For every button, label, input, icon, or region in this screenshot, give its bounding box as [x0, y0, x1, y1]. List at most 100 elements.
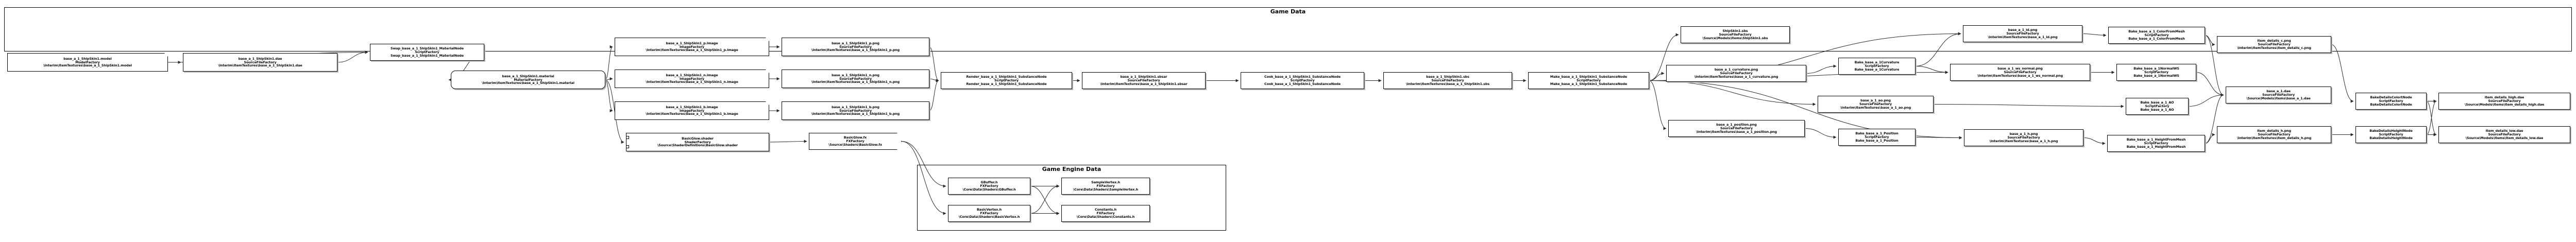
- node-l1-text: BasicGlow.shader: [682, 136, 714, 141]
- node-l1-text: base_a_1_ShipSkin1.dae: [238, 56, 282, 61]
- node-l3-text: \Source\ShaderDefinitions\BasicGlow.shad…: [657, 143, 738, 148]
- node-l2-text: SourceFileFactory: [1720, 126, 1753, 131]
- node-l2-text: SourceFileFactory: [2007, 135, 2040, 140]
- node-l3-text: Bake_base_a_1_HeightFromMesh: [2126, 144, 2186, 149]
- node-l3-text: \Interim\ItemTextures\base_a_1_ShipSkin1…: [1405, 81, 1490, 86]
- graph-edge: [605, 45, 613, 80]
- node-l1-text: Cook_base_a_1_ShipSkin1_SubstanceNode: [1264, 75, 1341, 79]
- node-l2-text: ScriptFactory: [1865, 64, 1889, 68]
- node-l3-text: \Core\Data\Shaders\GBuffer.h: [962, 187, 1016, 192]
- graph-edge: [2426, 101, 2437, 136]
- cluster-game-data: [4, 7, 2572, 51]
- node-l1-text: base_a_1_h.png: [2009, 132, 2038, 136]
- node-l2-text: SourceFileFactory: [244, 60, 277, 64]
- node-l2-text: ImageFactory: [680, 108, 704, 113]
- node-l2-text: SourceFileFactory: [1720, 71, 1753, 76]
- node-l3-text: \Source\Models\Items\item_details_high.d…: [2464, 102, 2545, 107]
- node-l2-text: SourceFileFactory: [1719, 32, 1752, 37]
- node-l3-text: Bake_base_a_1_AO: [2140, 107, 2174, 112]
- node-l3-text: \Interim\ItemTextures\item_details_h.png: [2236, 135, 2312, 140]
- node-l3-text: \Source\Models\Items\base_a_1.dae: [2246, 96, 2311, 100]
- node-l3-text: \Interim\ItemTextures\base_a_1_ws_normal…: [1977, 73, 2063, 78]
- node-l2-text: SourceFileFactory: [1431, 78, 1464, 83]
- node-l1-text: Bake_base_a_1_HeightFromMesh: [2126, 137, 2186, 142]
- node-l3-text: Cook_base_a_1_ShipSkin1_SubstanceNode: [1264, 81, 1341, 86]
- node-l3-text: Make_base_a_1_ShipSkin1_SubstanceNode: [1550, 81, 1628, 86]
- node-l2-text: ModelFactory: [75, 60, 100, 64]
- cluster-label-game-engine-data: Game Engine Data: [1042, 166, 1101, 172]
- node-l2-text: SourceFileFactory: [2258, 42, 2291, 47]
- node-l3-text: \Core\Data\Shaders\SampleVertex.h: [1073, 187, 1139, 192]
- node-l2-text: ScriptFactory: [2379, 132, 2403, 137]
- node-l3-text: \Interim\ItemTextures\base_a_1_ShipSkin1…: [646, 80, 738, 84]
- node-l1-text: base_a_1_ws_normal.png: [1997, 66, 2043, 71]
- node-l3-text: Render_base_a_1_ShipSkin1_SubstanceNode: [966, 81, 1047, 86]
- node-l1-text: Bake_base_a_1_Position: [1855, 131, 1899, 136]
- node-l2-text: SourceFileFactory: [839, 44, 872, 49]
- graph-edge: [1933, 104, 2124, 108]
- node-l1-text: base_a_1_id.png: [2008, 28, 2038, 32]
- node-l1-text: Constants.h: [1094, 208, 1117, 212]
- node-l1-text: base_a_1_ShipSkin1.material: [502, 74, 554, 78]
- graph-edge: [929, 46, 939, 82]
- graph-edge: [1915, 136, 1962, 140]
- graph-edge: [2205, 133, 2215, 144]
- node-l1-text: SampleVertex.h: [1091, 180, 1120, 185]
- node-l1-text: base_a_1_ShipSkin1_b.image: [666, 105, 718, 109]
- node-l3-text: \Source\Shaders\BasicGlow.fx: [828, 142, 882, 147]
- node-l1-text: BakeDetailsHeightNode: [2369, 129, 2413, 133]
- graph-edge: [769, 140, 807, 143]
- node-l3-text: \Interim\ItemTextures\base_a_1_curvature…: [1694, 74, 1778, 79]
- node-l3-text: \Source\Models\Items\ShipSkin1.sbs: [1702, 36, 1768, 40]
- node-l2-text: SourceFileFactory: [2262, 93, 2295, 97]
- node-l1-text: base_a_1_ShipSkin1_n.image: [666, 73, 718, 77]
- graph-edge: [929, 78, 939, 82]
- node-l1-text: Bake_base_a_1Curvature: [1854, 60, 1900, 65]
- node-l3-text: \Interim\ItemTextures\base_a_1_h.png: [1989, 139, 2058, 143]
- node-l1-text: Make_base_a_1_ShipSkin1_SubstanceNode: [1550, 75, 1628, 79]
- node-l1-text: base_a_1_ShipSkin1_p.image: [666, 41, 718, 45]
